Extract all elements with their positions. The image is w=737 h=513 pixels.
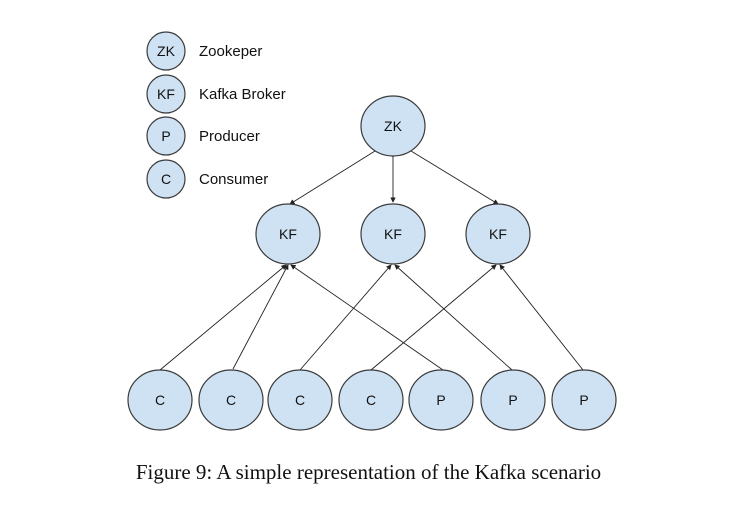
legend-kf-abbr: KF — [157, 86, 175, 102]
kafka-broker-node-3: KF — [465, 203, 531, 265]
consumer-node-3: C — [267, 369, 333, 431]
legend-item-zookeeper: ZK Zookeper — [146, 31, 262, 71]
edge-c1-kf1 — [159, 264, 287, 371]
edge-zk-kf1 — [289, 146, 381, 205]
edge-p2-kf2 — [394, 264, 513, 371]
c3-circle — [267, 369, 333, 431]
edge-c2-kf1 — [232, 264, 289, 370]
p2-label: P — [508, 392, 517, 408]
kf2-label: KF — [384, 226, 402, 242]
producer-node-1: P — [408, 369, 474, 431]
legend-c-abbr: C — [161, 171, 171, 187]
kf3-label: KF — [489, 226, 507, 242]
c3-label: C — [295, 392, 305, 408]
kf3-circle — [465, 203, 531, 265]
kafka-broker-node-1: KF — [255, 203, 321, 265]
edge-c3-kf2 — [299, 264, 392, 371]
edge-p3-kf3 — [499, 264, 584, 371]
legend-kf-label: Kafka Broker — [199, 86, 286, 103]
edges — [159, 146, 584, 371]
legend-p-abbr: P — [161, 128, 170, 144]
legend-p-circle — [146, 116, 186, 156]
kf1-circle — [255, 203, 321, 265]
zk-label: ZK — [384, 118, 403, 134]
legend-c-circle — [146, 159, 186, 199]
legend: ZK Zookeper KF Kafka Broker P Producer C… — [146, 31, 286, 199]
p3-circle — [551, 369, 617, 431]
c4-circle — [338, 369, 404, 431]
c2-circle — [198, 369, 264, 431]
legend-zk-abbr: ZK — [157, 43, 176, 59]
kafka-broker-node-2: KF — [360, 203, 426, 265]
legend-zk-label: Zookeper — [199, 43, 262, 60]
c4-label: C — [366, 392, 376, 408]
c1-circle — [127, 369, 193, 431]
edge-c4-kf3 — [370, 264, 497, 371]
legend-kf-circle — [146, 74, 186, 114]
p1-label: P — [436, 392, 445, 408]
edge-zk-kf3 — [405, 146, 499, 205]
consumer-node-4: C — [338, 369, 404, 431]
consumer-node-1: C — [127, 369, 193, 431]
kf2-circle — [360, 203, 426, 265]
producer-node-3: P — [551, 369, 617, 431]
figure-caption: Figure 9: A simple representation of the… — [135, 460, 602, 484]
c1-label: C — [155, 392, 165, 408]
zookeeper-node: ZK — [360, 95, 426, 157]
legend-p-label: Producer — [199, 128, 260, 145]
legend-item-producer: P Producer — [146, 116, 260, 156]
p1-circle — [408, 369, 474, 431]
edge-p1-kf1 — [290, 264, 444, 371]
legend-item-consumer: C Consumer — [146, 159, 268, 199]
legend-zk-circle — [146, 31, 186, 71]
consumer-node-2: C — [198, 369, 264, 431]
zk-circle — [360, 95, 426, 157]
kf1-label: KF — [279, 226, 297, 242]
producer-node-2: P — [480, 369, 546, 431]
p2-circle — [480, 369, 546, 431]
legend-item-kafka-broker: KF Kafka Broker — [146, 74, 286, 114]
c2-label: C — [226, 392, 236, 408]
p3-label: P — [579, 392, 588, 408]
legend-c-label: Consumer — [199, 171, 268, 188]
